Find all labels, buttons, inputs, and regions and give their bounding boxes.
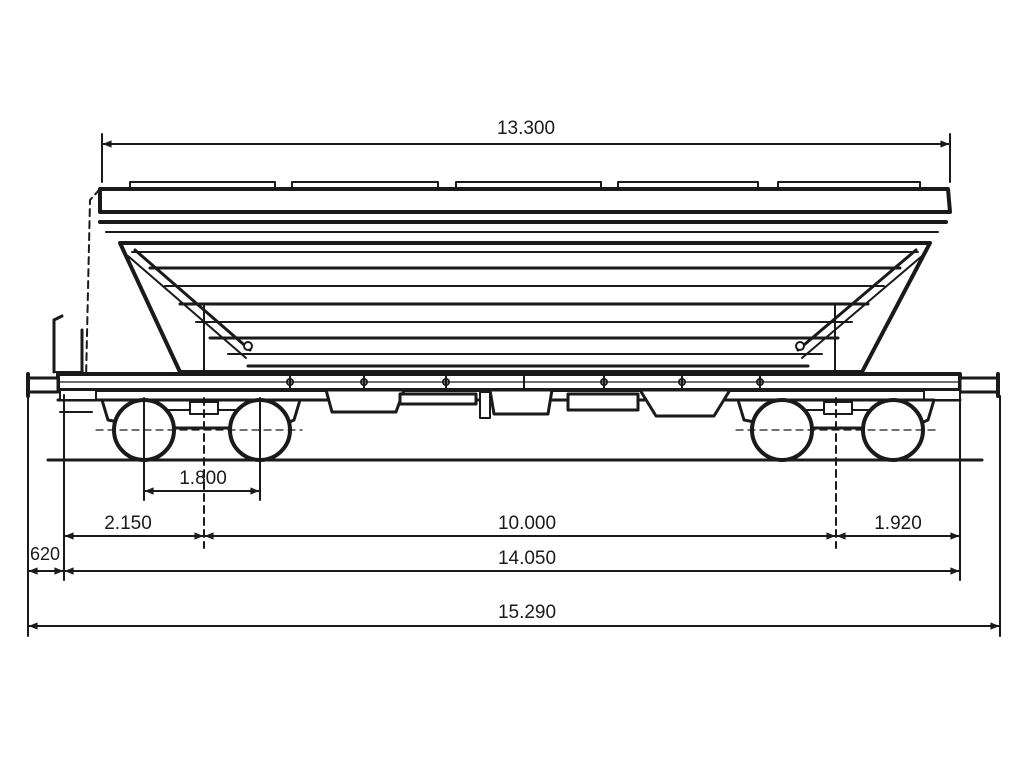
dimension-label-bogie-centres: 10.000 [498,513,556,534]
dimension-label-bogie-wheelbase: 1.800 [179,468,227,489]
wagon-body [52,181,952,381]
dimension-overall-length: 15.290 [28,602,1000,630]
dimension-left-overhang: 2.150 [64,513,204,540]
bogie-right [735,398,941,462]
dimension-frame-length: 14.050 [64,548,960,575]
dimension-buffer-offset: 620 [28,544,64,575]
dimension-label-left-overhang: 2.150 [104,513,152,534]
dimension-label-overall-length: 15.290 [498,602,556,623]
dimension-right-overhang: 1.920 [836,513,960,540]
dimension-bogie-centres: 10.000 [204,513,836,540]
extension-lines [27,133,1001,637]
underframe [26,372,1000,419]
dimension-top-length: 13.300 [102,118,950,148]
dimension-label-buffer-offset: 620 [30,544,60,564]
dimension-bogie-wheelbase: 1.800 [144,468,260,495]
bogie-left [95,398,303,462]
dimension-label-frame-length: 14.050 [498,548,556,569]
dimension-label-top-length: 13.300 [497,118,555,139]
dimension-label-right-overhang: 1.920 [874,513,922,534]
